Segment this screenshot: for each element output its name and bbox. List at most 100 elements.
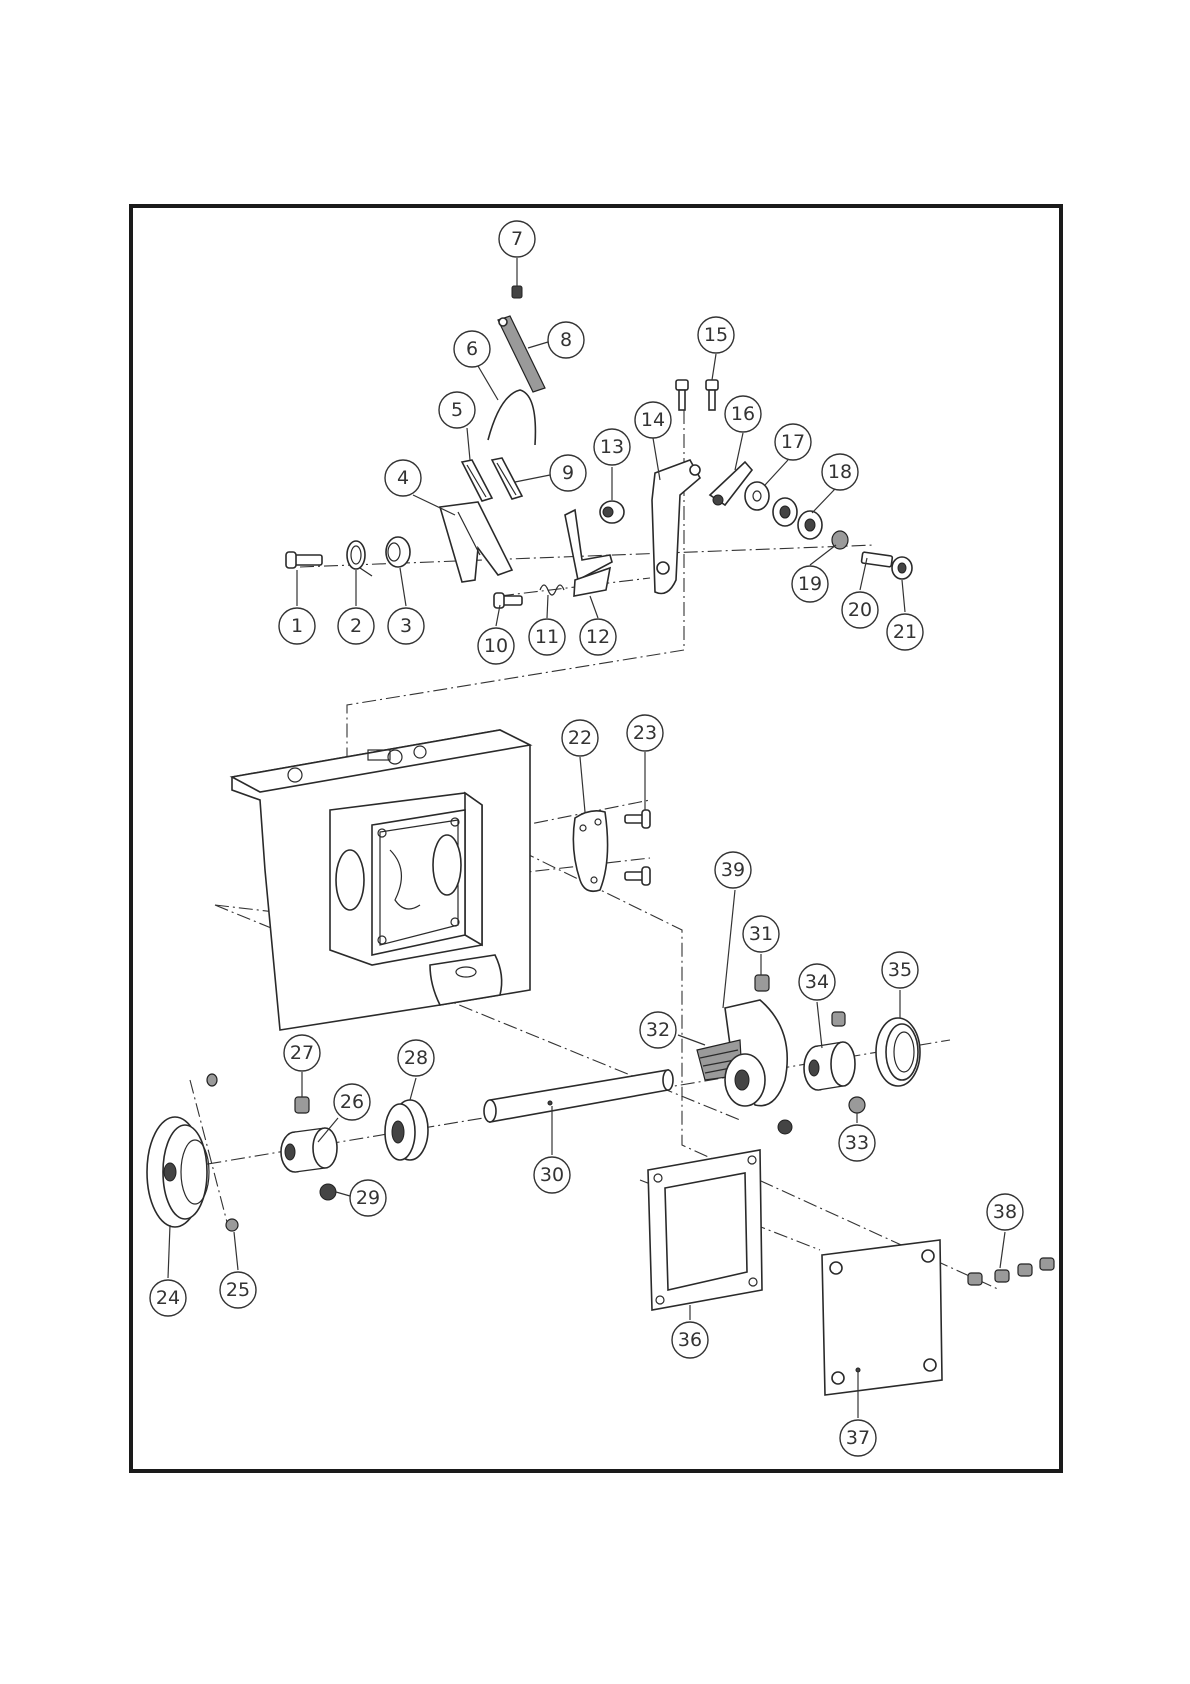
callout-22-label: 22 — [568, 727, 592, 749]
callout-13: 13 — [594, 429, 630, 465]
part-21-nut — [892, 557, 912, 579]
callout-32: 32 — [640, 1012, 676, 1048]
callout-12: 12 — [580, 619, 616, 655]
callout-1: 1 — [279, 608, 315, 644]
part-33-screw — [849, 1097, 865, 1113]
callout-23-label: 23 — [633, 722, 657, 744]
part-15-screws — [676, 380, 718, 410]
lower-assembly — [147, 975, 1054, 1395]
callout-36-label: 36 — [678, 1329, 702, 1351]
part-35-ring — [876, 1018, 920, 1086]
callout-26-label: 26 — [340, 1091, 364, 1113]
part-38-screws — [968, 1258, 1054, 1285]
callout-32-label: 32 — [646, 1019, 670, 1041]
callout-18-label: 18 — [828, 461, 852, 483]
callout-35-label: 35 — [888, 959, 912, 981]
part-26-collar — [281, 1128, 337, 1172]
callout-33: 33 — [839, 1125, 875, 1161]
callout-37: 37 — [840, 1420, 876, 1456]
callout-4-label: 4 — [397, 467, 409, 489]
callout-20-label: 20 — [848, 599, 872, 621]
callout-1-label: 1 — [291, 615, 303, 637]
callout-37-label: 37 — [846, 1427, 870, 1449]
callout-6-label: 6 — [466, 338, 478, 360]
part-18-bearings — [773, 498, 822, 539]
callout-30-label: 30 — [540, 1164, 564, 1186]
callout-2: 2 — [338, 608, 374, 644]
callout-16-label: 16 — [731, 403, 755, 425]
callout-25-label: 25 — [226, 1279, 250, 1301]
part-29-screw — [320, 1184, 336, 1200]
callout-15: 15 — [698, 317, 734, 353]
callout-34-label: 34 — [805, 971, 829, 993]
part-13-nut — [600, 501, 624, 523]
part-9-guide — [492, 458, 522, 499]
part-25-screw — [207, 1074, 217, 1086]
callout-38-label: 38 — [993, 1201, 1017, 1223]
callout-2-label: 2 — [350, 615, 362, 637]
part-23-screws — [625, 810, 650, 885]
callout-13-label: 13 — [600, 436, 624, 458]
callout-26: 26 — [334, 1084, 370, 1120]
part-6-wire — [488, 390, 535, 445]
callout-25: 25 — [220, 1272, 256, 1308]
housing — [232, 730, 530, 1030]
part-37-cover-plate — [822, 1240, 942, 1395]
callout-28-label: 28 — [404, 1047, 428, 1069]
part-31-screw — [755, 975, 769, 991]
part-12-lever — [565, 510, 612, 596]
callout-24: 24 — [150, 1280, 186, 1316]
callout-10-label: 10 — [484, 635, 508, 657]
part-30-shaft — [484, 1070, 673, 1122]
part-3-collar — [386, 537, 410, 567]
callout-20: 20 — [842, 592, 878, 628]
part-14-arm — [652, 460, 700, 594]
callout-39: 39 — [715, 852, 751, 888]
part-28-bushing — [385, 1100, 428, 1160]
callout-19-label: 19 — [798, 573, 822, 595]
callout-17: 17 — [775, 424, 811, 460]
callout-27: 27 — [284, 1035, 320, 1071]
callout-36: 36 — [672, 1322, 708, 1358]
callout-38: 38 — [987, 1194, 1023, 1230]
callout-6: 6 — [454, 331, 490, 367]
callout-16: 16 — [725, 396, 761, 432]
callout-15-label: 15 — [704, 324, 728, 346]
callout-27-label: 27 — [290, 1042, 314, 1064]
callout-21-label: 21 — [893, 621, 917, 643]
part-4-plate — [440, 502, 512, 582]
callout-8-label: 8 — [560, 329, 572, 351]
callout-5-label: 5 — [451, 399, 463, 421]
callout-8: 8 — [548, 322, 584, 358]
part-36-gasket — [648, 1150, 762, 1310]
callout-19: 19 — [792, 566, 828, 602]
callout-18: 18 — [822, 454, 858, 490]
part-17-washer — [745, 482, 769, 510]
callout-11: 11 — [529, 619, 565, 655]
callout-22: 22 — [562, 720, 598, 756]
callout-35: 35 — [882, 952, 918, 988]
callout-3-label: 3 — [400, 615, 412, 637]
part-25-screw-lower — [226, 1219, 238, 1231]
callout-30: 30 — [534, 1157, 570, 1193]
callout-31-label: 31 — [749, 923, 773, 945]
part-8-bar — [498, 316, 545, 392]
callout-29-label: 29 — [356, 1187, 380, 1209]
part-1-screw — [286, 552, 322, 568]
part-5-guide — [462, 460, 492, 501]
callout-10: 10 — [478, 628, 514, 664]
callout-28: 28 — [398, 1040, 434, 1076]
callout-17-label: 17 — [781, 431, 805, 453]
part-22-cover — [573, 811, 607, 891]
callout-11-label: 11 — [535, 626, 559, 648]
callout-3: 3 — [388, 608, 424, 644]
part-24-pulley — [147, 1117, 209, 1227]
callout-4: 4 — [385, 460, 421, 496]
part-32-eccentric — [697, 1000, 792, 1134]
callout-14-label: 14 — [641, 409, 665, 431]
callout-9: 9 — [550, 455, 586, 491]
callout-12-label: 12 — [586, 626, 610, 648]
callout-24-label: 24 — [156, 1287, 180, 1309]
callout-39-label: 39 — [721, 859, 745, 881]
callout-7: 7 — [499, 221, 535, 257]
